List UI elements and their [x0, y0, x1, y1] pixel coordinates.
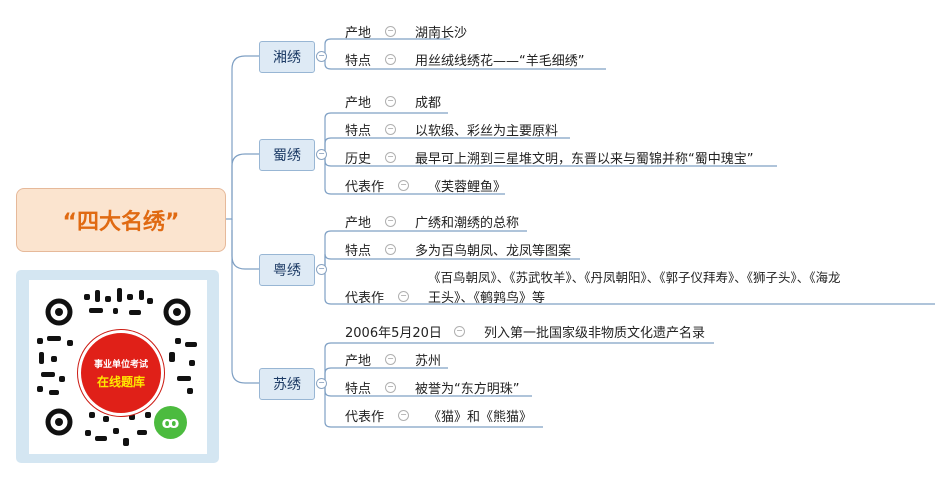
- collapse-toggle-icon[interactable]: −: [316, 51, 327, 62]
- branch-label: 粤绣: [273, 263, 301, 279]
- branch-xiangxiu[interactable]: 湘绣: [259, 41, 315, 73]
- item-value: 《百鸟朝凤》、《苏武牧羊》、《丹凤朝阳》、《郭子仪拜寿》、《狮子头》、《海龙: [428, 270, 841, 285]
- branch-shuxiu[interactable]: 蜀绣: [259, 139, 315, 171]
- branch-label: 苏绣: [273, 377, 301, 393]
- branch-label: 蜀绣: [273, 148, 301, 164]
- collapse-mini-icon[interactable]: −: [398, 180, 409, 191]
- item-label: 产地: [345, 26, 372, 41]
- item-label: 特点: [345, 244, 372, 259]
- branch-label: 湘绣: [273, 50, 301, 66]
- item-label: 代表作: [345, 180, 385, 195]
- item-label: 特点: [345, 124, 372, 139]
- collapse-mini-icon[interactable]: −: [385, 54, 396, 65]
- collapse-mini-icon[interactable]: −: [385, 244, 396, 255]
- item-value: 湖南长沙: [415, 26, 468, 41]
- qr-pattern: [37, 288, 197, 446]
- item-value: 广绣和潮绣的总称: [415, 216, 520, 231]
- collapse-mini-icon[interactable]: −: [385, 124, 396, 135]
- collapse-mini-icon[interactable]: −: [385, 96, 396, 107]
- item-label: 特点: [345, 54, 372, 69]
- collapse-toggle-icon[interactable]: −: [316, 149, 327, 160]
- collapse-mini-icon[interactable]: −: [385, 152, 396, 163]
- item-value: 《芙蓉鲤鱼》: [428, 180, 507, 195]
- item-label: 特点: [345, 382, 372, 397]
- collapse-mini-icon[interactable]: −: [385, 216, 396, 227]
- item-label: 产地: [345, 216, 372, 231]
- item-value: 用丝绒线绣花——“羊毛细绣”: [415, 54, 585, 69]
- item-value: 成都: [415, 96, 442, 111]
- collapse-mini-icon[interactable]: −: [454, 326, 465, 337]
- item-value: 苏州: [415, 354, 442, 369]
- collapse-toggle-icon[interactable]: −: [316, 378, 327, 389]
- item-label: 产地: [345, 354, 372, 369]
- item-label: 2006年5月20日: [345, 326, 442, 341]
- root-topic[interactable]: “四大名绣”: [16, 188, 226, 252]
- item-value: 以软缎、彩丝为主要原料: [415, 124, 559, 139]
- item-label: 产地: [345, 96, 372, 111]
- qr-badge: 事业单位考试 在线题库: [78, 330, 164, 416]
- item-label: 代表作: [345, 291, 385, 306]
- item-value: 《猫》和《熊猫》: [428, 410, 533, 425]
- qr-line2: 在线题库: [96, 374, 145, 389]
- item-value: 最早可上溯到三星堆文明，东晋以来与蜀锦并称“蜀中瑰宝”: [415, 152, 754, 167]
- item-value-continued: 王头》、《鹌鹑鸟》等: [428, 291, 546, 306]
- item-value: 列入第一批国家级非物质文化遗产名录: [484, 326, 706, 341]
- item-label: 代表作: [345, 410, 385, 425]
- item-value: 被誉为“东方明珠”: [415, 382, 520, 397]
- root-title: “四大名绣”: [62, 210, 180, 235]
- collapse-mini-icon[interactable]: −: [398, 410, 409, 421]
- branch-suxiu[interactable]: 苏绣: [259, 368, 315, 400]
- branch-yuexiu[interactable]: 粤绣: [259, 254, 315, 286]
- collapse-mini-icon[interactable]: −: [385, 382, 396, 393]
- collapse-mini-icon[interactable]: −: [398, 291, 409, 302]
- collapse-toggle-icon[interactable]: −: [316, 264, 327, 275]
- collapse-mini-icon[interactable]: −: [385, 26, 396, 37]
- qr-line1: 事业单位考试: [93, 359, 148, 370]
- collapse-mini-icon[interactable]: −: [385, 354, 396, 365]
- item-label: 历史: [345, 152, 372, 167]
- item-value: 多为百鸟朝凤、龙凤等图案: [415, 244, 572, 259]
- mini-program-icon: ꝏ: [154, 406, 187, 439]
